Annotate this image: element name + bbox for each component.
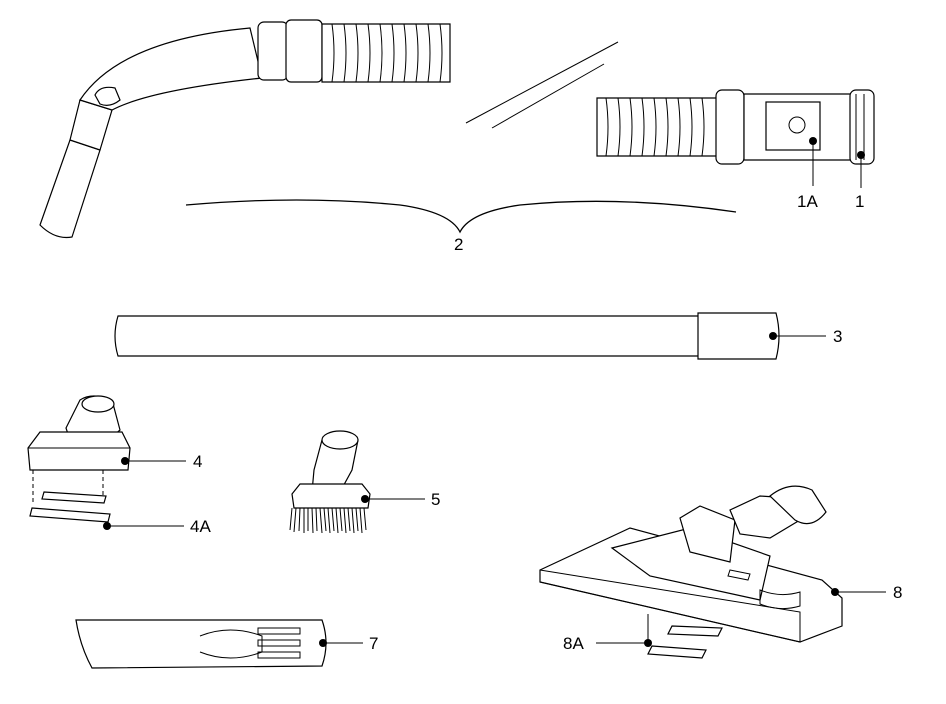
hose-handle [39,19,451,239]
hose-break-line [465,41,619,124]
extension-wand [114,312,780,360]
floor-nozzle [539,485,843,643]
callout-5: 5 [431,490,440,509]
hose-connector [596,89,875,165]
dusting-brush [289,430,371,534]
callout-1: 1 [855,192,864,211]
callout-2: 2 [454,235,463,254]
floor-strip-lower [647,645,707,659]
callout-8a: 8A [563,634,584,653]
hose-bracket [185,199,737,234]
upholstery-nozzle [27,395,131,471]
callout-3: 3 [833,327,842,346]
hose-left-corrugated [321,23,451,83]
callout-4: 4 [193,452,202,471]
callout-8: 8 [893,583,902,602]
callout-7: 7 [369,634,378,653]
floor-strip-upper [667,625,723,637]
nozzle-strip-upper [41,491,107,504]
crevice-tool [75,619,327,669]
hose-break-line [491,63,605,129]
nozzle-strip-lower [29,507,111,523]
callout-1a: 1A [797,192,818,211]
callout-4a: 4A [190,517,211,536]
